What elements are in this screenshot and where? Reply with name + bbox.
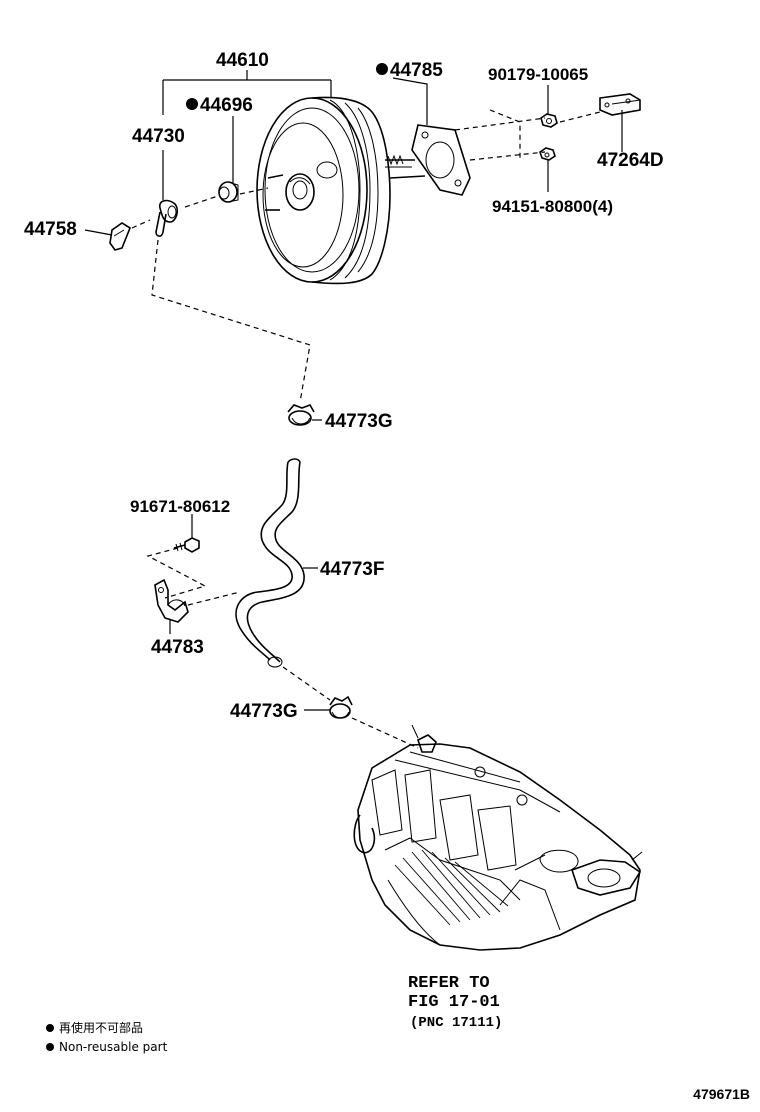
gasket <box>411 124 471 196</box>
label-44730: 44730 <box>132 126 185 147</box>
booster-group-bracket <box>162 70 332 115</box>
assembly-dashes-top <box>131 109 601 229</box>
intake-manifold <box>353 724 643 951</box>
vacuum-hose <box>235 458 305 668</box>
bolt-route-dash <box>146 547 207 599</box>
label-44610: 44610 <box>216 50 269 71</box>
nonreusable-bullet-44696 <box>186 98 198 110</box>
legend-row-cn: 再使用不可部品 <box>46 1021 143 1035</box>
legend-bullet-icon <box>46 1024 54 1032</box>
legend-row-en: Non-reusable part <box>46 1040 167 1054</box>
hose-route-dash-upper <box>151 239 311 403</box>
label-44773f: 44773F <box>320 559 384 580</box>
brake-booster <box>256 96 426 285</box>
legend-text-cn: 再使用不可部品 <box>59 1021 144 1035</box>
bolt-91671 <box>173 537 200 553</box>
clamp-bracket-dash <box>187 591 241 606</box>
clamp-upper <box>287 404 315 426</box>
refer-line-2: FIG 17-01 <box>408 993 500 1012</box>
clamp-lower <box>329 695 353 719</box>
check-valve <box>155 199 178 237</box>
nut-94151 <box>539 147 556 161</box>
grommet <box>218 181 239 203</box>
hose-route-dash-lower <box>282 666 331 701</box>
legend-text-en: Non-reusable part <box>59 1040 168 1054</box>
label-44773g-upper: 44773G <box>325 411 393 432</box>
label-44773g-lower: 44773G <box>230 701 298 722</box>
label-91671-80612: 91671-80612 <box>130 497 230 516</box>
clamp-bracket-44783 <box>154 578 189 623</box>
label-90179-10065: 90179-10065 <box>488 65 588 84</box>
label-44783: 44783 <box>151 637 204 658</box>
label-44785: 44785 <box>390 60 443 81</box>
clip-44758 <box>109 222 131 251</box>
leader-lines <box>84 77 623 711</box>
refer-line-1: REFER TO <box>408 974 490 993</box>
label-44758: 44758 <box>24 219 77 240</box>
manifold-route-dash <box>351 717 419 749</box>
figure-id: 479671B <box>693 1086 750 1102</box>
bracket-47264d <box>599 93 641 116</box>
refer-line-3: (PNC 17111) <box>410 1015 502 1031</box>
label-94151-80800: 94151-80800(4) <box>492 197 613 216</box>
nut-90179 <box>540 113 558 128</box>
legend-bullet-icon <box>46 1043 54 1051</box>
label-47264d: 47264D <box>597 150 664 171</box>
label-44696: 44696 <box>200 95 253 116</box>
nonreusable-bullet-44785 <box>376 63 388 75</box>
